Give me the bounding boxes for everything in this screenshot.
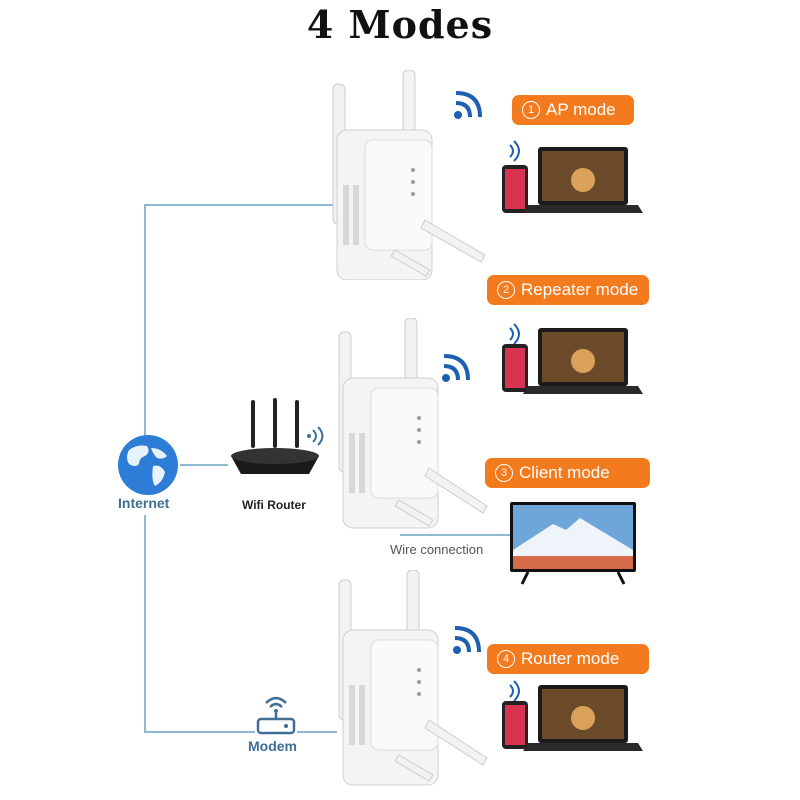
wifi-signal-icon — [454, 91, 482, 119]
globe-icon — [118, 435, 178, 495]
mode-badge-client: 3 Client mode — [485, 458, 650, 488]
mode-label: Repeater mode — [521, 280, 639, 299]
mode-number: 4 — [497, 650, 515, 668]
extender-device-2 — [338, 318, 488, 529]
mode-number: 2 — [497, 281, 515, 299]
client-devices-2 — [502, 323, 643, 394]
mode-number: 3 — [495, 464, 513, 482]
mode-label: Router mode — [521, 649, 620, 668]
tv-icon — [510, 502, 636, 585]
mode-badge-router: 4 Router mode — [487, 644, 649, 674]
client-devices-1 — [502, 140, 643, 213]
mode-badge-repeater: 2 Repeater mode — [487, 275, 649, 305]
page-title: 4 Modes — [306, 2, 494, 47]
extender-device-3 — [338, 570, 488, 786]
mode-badge-ap: 1 AP mode — [512, 95, 634, 125]
client-devices-4 — [502, 680, 643, 751]
mode-label: Client mode — [519, 463, 610, 482]
router-signal-icon — [307, 426, 324, 446]
extender-device-1 — [332, 70, 486, 280]
wifi-signal-icon — [442, 354, 470, 382]
modem-label: Modem — [248, 738, 297, 754]
mode-number: 1 — [522, 101, 540, 119]
internet-label: Internet — [118, 495, 170, 511]
wifi-signal-icon — [453, 626, 481, 654]
wifi-router-label: Wifi Router — [242, 498, 306, 512]
modem-icon — [256, 696, 296, 735]
wifi-router-icon — [231, 398, 319, 474]
mode-label: AP mode — [546, 100, 616, 119]
wire-connection-label: Wire connection — [390, 542, 484, 557]
